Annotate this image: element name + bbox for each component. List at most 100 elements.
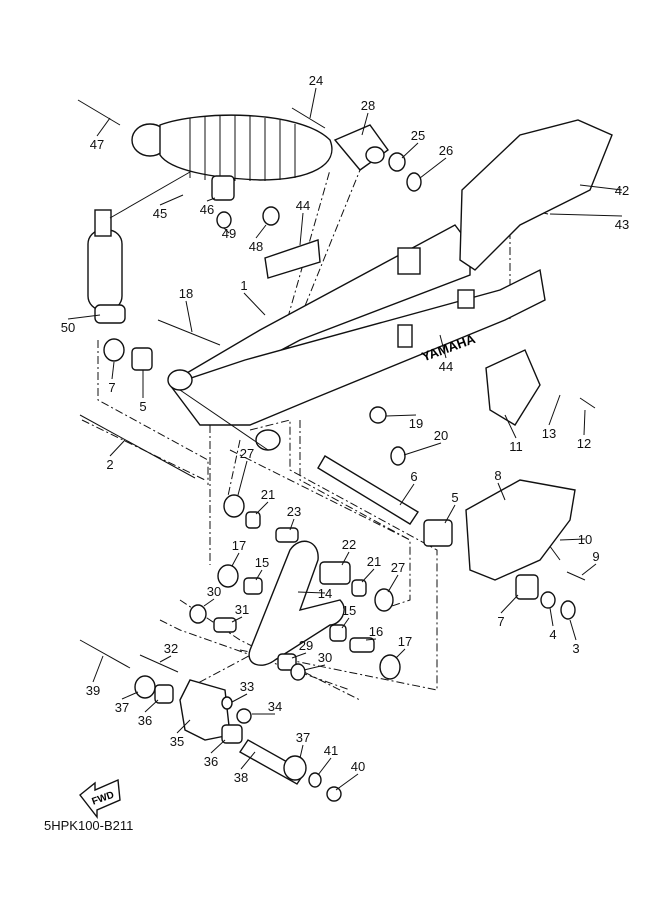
leader-line xyxy=(159,655,172,663)
leader-line xyxy=(176,719,191,734)
callout-7b: 7 xyxy=(497,614,504,629)
leader-line xyxy=(365,638,377,641)
bushing xyxy=(154,684,174,704)
callout-40: 40 xyxy=(351,759,365,774)
leader-line xyxy=(203,598,215,607)
callout-32: 32 xyxy=(164,641,178,656)
leader-line xyxy=(444,504,456,524)
leader-line xyxy=(500,594,519,614)
callout-22: 22 xyxy=(342,537,356,552)
chain-guard xyxy=(459,119,613,271)
washer xyxy=(223,494,245,518)
washer xyxy=(390,446,406,466)
callout-16: 16 xyxy=(369,624,383,639)
callout-6: 6 xyxy=(410,469,417,484)
washer xyxy=(262,206,280,226)
leader-line xyxy=(504,414,517,439)
callout-17: 17 xyxy=(232,538,246,553)
washer xyxy=(379,654,401,680)
bushing xyxy=(243,577,263,595)
washer xyxy=(290,663,306,681)
swing-arm: YAMAHA xyxy=(167,224,546,451)
callout-29: 29 xyxy=(299,638,313,653)
callout-18: 18 xyxy=(179,286,193,301)
leader-line xyxy=(387,574,399,593)
washer xyxy=(217,564,239,588)
leader-line xyxy=(67,314,101,320)
leader-line xyxy=(395,648,406,659)
callout-37: 37 xyxy=(115,700,129,715)
washer xyxy=(388,152,406,172)
callout-44b: 44 xyxy=(439,359,453,374)
bushing xyxy=(515,574,539,600)
washer xyxy=(236,708,252,724)
washer xyxy=(374,588,394,612)
callout-47: 47 xyxy=(90,137,104,152)
leader-line xyxy=(303,664,326,671)
leader-line xyxy=(583,409,586,436)
washer xyxy=(369,406,387,424)
leader-line xyxy=(497,482,506,501)
callout-4: 4 xyxy=(549,627,556,642)
callout-43: 43 xyxy=(615,217,629,232)
leader-line xyxy=(92,655,104,683)
callout-21: 21 xyxy=(261,487,275,502)
leader-line xyxy=(111,361,115,380)
diagram-code: 5HPK100-B211 xyxy=(44,818,134,833)
leader-line xyxy=(317,757,332,776)
callout-28: 28 xyxy=(361,98,375,113)
callout-48: 48 xyxy=(249,239,263,254)
leader-line xyxy=(297,591,326,594)
leader-line xyxy=(549,213,623,217)
leader-line xyxy=(335,773,359,791)
washer xyxy=(221,696,233,710)
leader-line xyxy=(255,569,263,581)
callout-17b: 17 xyxy=(398,634,412,649)
leader-line xyxy=(299,744,304,759)
leader-line xyxy=(403,442,442,456)
callout-15: 15 xyxy=(255,555,269,570)
leader-line xyxy=(569,619,577,641)
bushing xyxy=(245,511,261,529)
callout-45: 45 xyxy=(153,206,167,221)
callout-49: 49 xyxy=(222,226,236,241)
leader-line xyxy=(401,142,419,159)
leader-line xyxy=(385,414,417,417)
callout-50: 50 xyxy=(61,320,75,335)
callout-5: 5 xyxy=(139,399,146,414)
leader-line xyxy=(291,652,307,659)
callout-36b: 36 xyxy=(204,754,218,769)
washer xyxy=(134,675,156,699)
leader-line xyxy=(361,112,369,136)
bushing xyxy=(423,519,453,547)
assembly-guide-lines xyxy=(81,169,511,701)
washer xyxy=(406,172,422,192)
leader-line xyxy=(121,691,139,700)
callout-30b: 30 xyxy=(318,650,332,665)
leader-line xyxy=(144,699,159,713)
bushing xyxy=(213,617,237,633)
callout-27b: 27 xyxy=(391,560,405,575)
bushing xyxy=(131,347,153,371)
callout-3: 3 xyxy=(572,641,579,656)
bushing xyxy=(221,724,243,744)
relay-arm xyxy=(248,540,345,666)
bushing xyxy=(277,653,297,671)
callout-20: 20 xyxy=(434,428,448,443)
callout-30: 30 xyxy=(207,584,221,599)
bushing xyxy=(211,175,235,201)
callout-24: 24 xyxy=(309,73,323,88)
leader-line xyxy=(289,518,295,531)
leader-line xyxy=(243,292,266,316)
callout-42: 42 xyxy=(615,183,629,198)
callout-21b: 21 xyxy=(367,554,381,569)
callout-26: 26 xyxy=(439,143,453,158)
rear-shock-absorber xyxy=(87,114,389,324)
bushing xyxy=(319,561,351,585)
leader-line xyxy=(231,693,248,703)
leader-line xyxy=(185,300,193,333)
bushing xyxy=(275,527,299,543)
leader-line xyxy=(255,501,269,515)
callout-25: 25 xyxy=(411,128,425,143)
